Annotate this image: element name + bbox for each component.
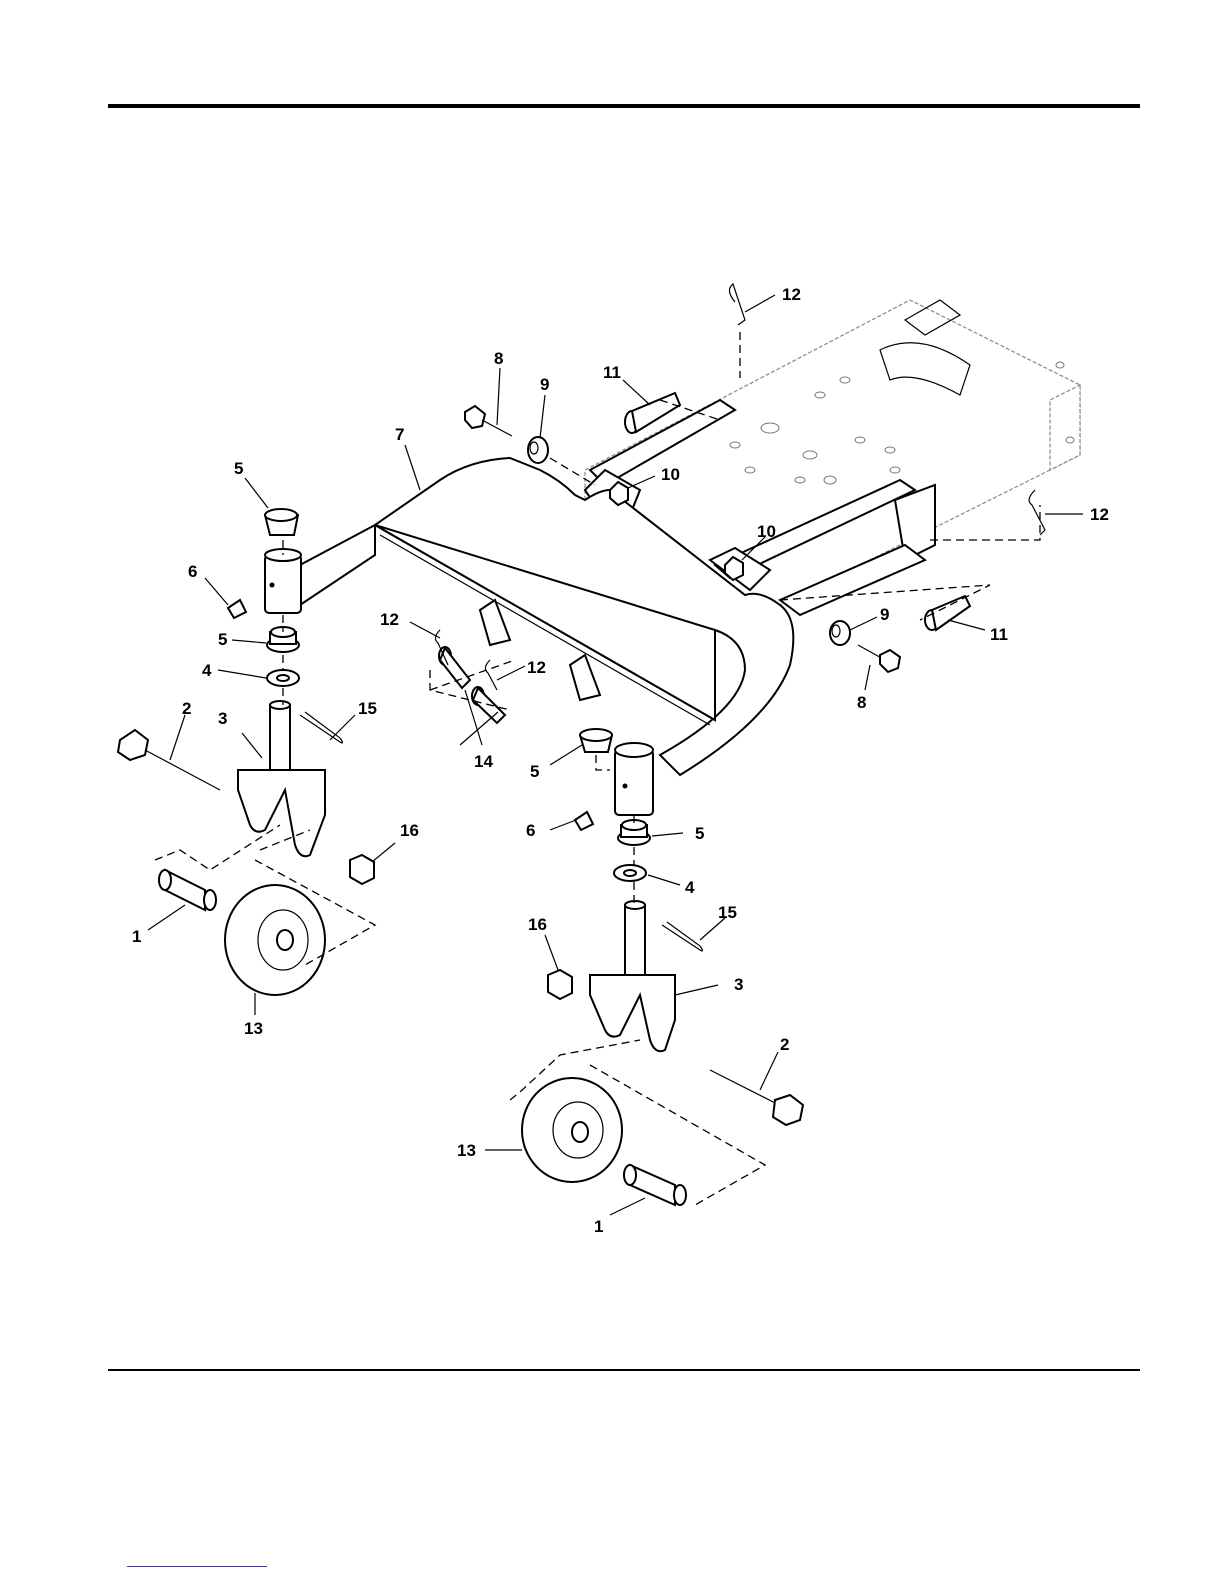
spacer-left	[528, 437, 548, 463]
left-caster-yoke	[238, 701, 325, 856]
right-spindle-housing	[615, 743, 653, 815]
callout-6-left: 6	[188, 562, 197, 581]
left-spacer	[159, 870, 216, 910]
callout-15-left: 15	[358, 699, 377, 718]
callout-12-top: 12	[782, 285, 801, 304]
callout-12-center-right: 12	[527, 658, 546, 677]
callout-3-right: 3	[734, 975, 743, 994]
mount-bolt-right	[858, 645, 900, 672]
left-hex-nut	[350, 855, 374, 884]
callout-6-right: 6	[526, 821, 535, 840]
callout-15-right: 15	[718, 903, 737, 922]
right-flange-bushing-bottom	[618, 820, 650, 845]
left-washer	[267, 670, 299, 686]
right-washer	[614, 865, 646, 881]
right-hex-nut	[548, 970, 572, 999]
callout-1-right: 1	[594, 1217, 603, 1236]
callout-11-left: 11	[603, 363, 621, 382]
left-flange-bushing-top	[265, 509, 298, 535]
callout-5-upper-right: 5	[530, 762, 539, 781]
callout-13-left: 13	[244, 1019, 263, 1038]
callout-5-lower-right: 5	[695, 824, 704, 843]
callout-11-right: 11	[990, 625, 1008, 644]
right-wheel	[522, 1078, 622, 1182]
callout-13-right: 13	[457, 1141, 476, 1160]
callout-7: 7	[395, 425, 404, 444]
right-flange-bushing-top	[580, 729, 612, 752]
right-grease-fitting	[575, 812, 593, 830]
callout-5-mid-left: 5	[218, 630, 227, 649]
callout-4-right: 4	[685, 878, 695, 897]
left-spindle-housing	[265, 549, 301, 613]
callout-2-left: 2	[182, 699, 191, 718]
callout-9-right: 9	[880, 605, 889, 624]
callout-4-left: 4	[202, 661, 212, 680]
callout-14: 14	[474, 752, 493, 771]
footer-link-underline[interactable]	[127, 1566, 267, 1567]
mount-bolt-left	[465, 406, 512, 436]
right-spacer	[624, 1165, 686, 1205]
left-wheel	[225, 885, 325, 995]
callout-10-right: 10	[757, 522, 776, 541]
callout-5-upper-left: 5	[234, 459, 243, 478]
left-cotter-pin	[300, 712, 343, 743]
callout-10-left: 10	[661, 465, 680, 484]
callout-12-right: 12	[1090, 505, 1109, 524]
callout-1-left: 1	[132, 927, 141, 946]
callout-16-right: 16	[528, 915, 547, 934]
callout-8-right: 8	[857, 693, 866, 712]
right-caster-yoke	[590, 901, 675, 1051]
right-axle-bolt	[710, 1070, 803, 1125]
spacer-right	[830, 621, 850, 645]
callout-3-left: 3	[218, 709, 227, 728]
clevis-pin-right	[925, 596, 970, 630]
callout-12-center-left: 12	[380, 610, 399, 629]
right-cotter-pin	[662, 922, 703, 951]
callout-8-left: 8	[494, 349, 503, 368]
callout-2-right: 2	[780, 1035, 789, 1054]
left-grease-fitting	[228, 600, 246, 618]
callout-9-left: 9	[540, 375, 549, 394]
left-axle-bolt	[118, 730, 220, 790]
footer-rule	[108, 1369, 1140, 1371]
callout-16-left: 16	[400, 821, 419, 840]
